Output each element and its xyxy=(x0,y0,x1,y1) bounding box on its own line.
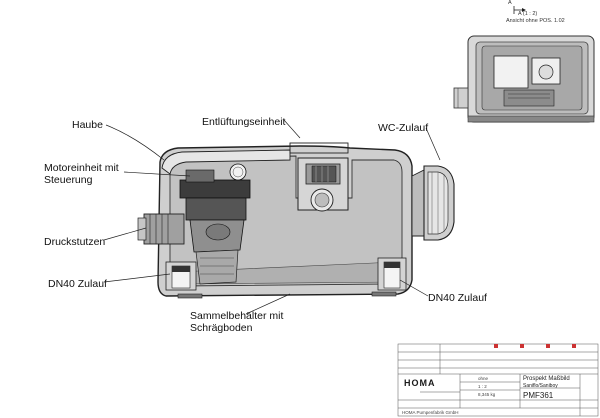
detail-view-a xyxy=(453,6,595,123)
callout-wc-zulauf: WC-Zulauf xyxy=(378,122,429,134)
title-block xyxy=(397,343,599,417)
callout-dn40-right: DN40 Zulauf xyxy=(428,292,487,304)
drawing-number: PMF361 xyxy=(523,391,554,400)
drawing-weight: 8,345 kg xyxy=(478,392,496,397)
callout-dn40-left: DN40 Zulauf xyxy=(48,278,107,290)
callout-motoreinheit-1: Motoreinheit mit xyxy=(44,162,119,174)
view-scale-label: A (1 : 2) xyxy=(518,11,538,17)
drawing-material: ohne xyxy=(478,376,489,381)
callout-druckstutzen: Druckstutzen xyxy=(44,236,106,248)
view-caption: Ansicht ohne POS. 1.02 xyxy=(506,18,565,24)
leader-lines xyxy=(103,119,441,315)
callout-sammel-1: Sammelbehälter mit xyxy=(190,310,284,322)
view-arrow-letter: A xyxy=(508,0,512,6)
company-name: HOMA Pumpenfabrik GmbH xyxy=(402,410,459,415)
callout-sammel-2: Schrägboden xyxy=(190,322,253,334)
drawing-scale: 1 : 2 xyxy=(478,384,487,389)
drawing-title-line2: Saniflo/Saniboy xyxy=(523,383,558,389)
drawing-title-line1: Prospekt Maßbild xyxy=(523,376,570,382)
main-section-view xyxy=(137,142,455,299)
callout-entlueftung: Entlüftungseinheit xyxy=(202,116,286,128)
callout-motoreinheit-2: Steuerung xyxy=(44,174,93,186)
company-logo: HOMA xyxy=(404,378,436,388)
callout-haube: Haube xyxy=(72,119,103,131)
